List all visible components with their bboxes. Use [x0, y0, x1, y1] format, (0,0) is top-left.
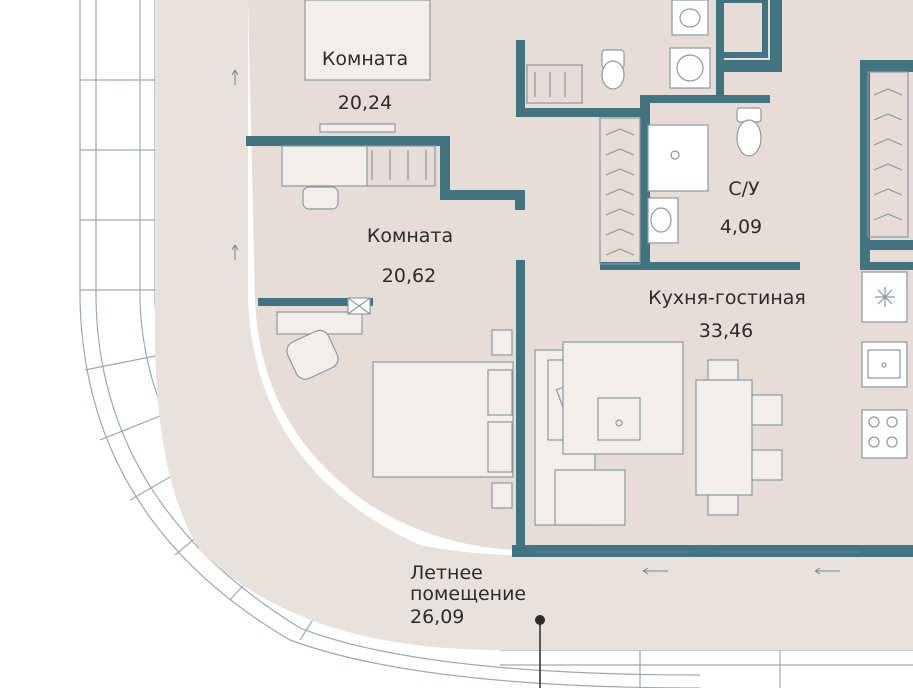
room-name-summer-line2: помещение — [410, 583, 527, 605]
room-area-bedroom-1: 20,24 — [337, 92, 393, 114]
room-area-bathroom: 4,09 — [719, 216, 763, 238]
chair-icon — [286, 186, 339, 380]
pin-marker-icon — [535, 615, 545, 688]
dining-table-icon — [695, 359, 783, 516]
washer-icon — [669, 47, 711, 89]
shower-icon — [647, 124, 709, 192]
stove-icon — [861, 271, 908, 323]
window-icon — [347, 297, 371, 315]
room-area-bedroom-2: 20,62 — [381, 265, 437, 287]
room-name-bedroom-1: Комната — [321, 48, 409, 70]
room-area-summer: 26,09 — [410, 606, 465, 628]
room-name-kitchen-living: Кухня-гостиная — [648, 287, 806, 309]
sliding-doors — [231, 69, 860, 575]
desk-icon — [276, 145, 368, 335]
kitchen-sink-icon — [861, 341, 908, 388]
walls — [246, 0, 913, 557]
toilet-icon — [601, 49, 762, 157]
coffee-table-icon — [562, 341, 684, 455]
room-name-bathroom: С/У — [728, 178, 760, 200]
stove-icon — [861, 409, 908, 459]
sink-icon — [647, 0, 709, 244]
bed-icon — [372, 329, 514, 509]
room-name-summer-line1: Летнее — [410, 562, 483, 584]
balcony-floor — [155, 0, 913, 650]
bed-icon — [304, 0, 431, 133]
room-name-bedroom-2: Комната — [366, 225, 454, 247]
room-area-kitchen-living: 33,46 — [698, 320, 754, 342]
hangers — [371, 72, 903, 256]
